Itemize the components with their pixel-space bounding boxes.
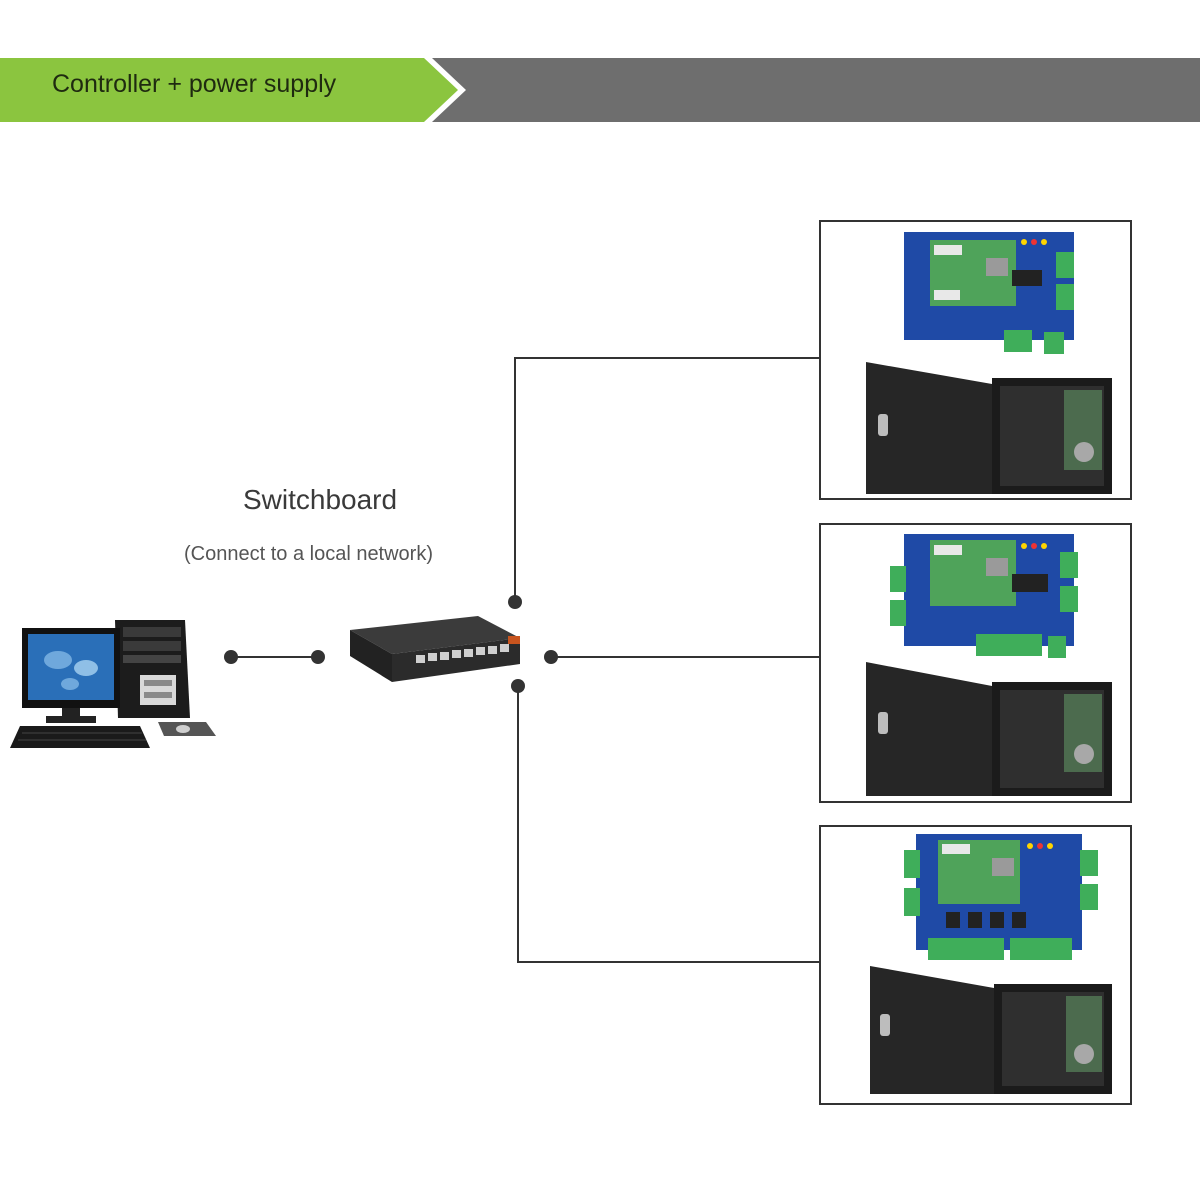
connector-dot xyxy=(544,650,558,664)
connection-lines xyxy=(231,357,822,963)
banner-green-chevron xyxy=(0,58,458,122)
connection-dots xyxy=(224,595,558,693)
banner xyxy=(0,58,1200,122)
connector-dot xyxy=(508,595,522,609)
power-supply-cabinet-1 xyxy=(866,362,1112,494)
controller-board-1 xyxy=(904,232,1074,354)
switchboard-title: Switchboard xyxy=(243,484,398,515)
network-switch-icon xyxy=(350,616,520,682)
banner-title: Controller + power supply xyxy=(52,70,337,98)
controller-unit-1 xyxy=(819,220,1132,500)
power-supply-cabinet-2 xyxy=(866,662,1112,796)
connector-dot xyxy=(224,650,238,664)
connector-dot xyxy=(311,650,325,664)
connector-dot xyxy=(511,679,525,693)
switchboard-subtitle: (Connect to a local network) xyxy=(184,543,434,565)
computer-icon xyxy=(10,620,216,748)
controller-board-3 xyxy=(904,834,1098,960)
link-controller-1 xyxy=(514,357,822,602)
controller-unit-2 xyxy=(819,523,1132,803)
link-controller-3 xyxy=(517,686,822,963)
power-supply-cabinet-3 xyxy=(870,966,1112,1094)
controller-unit-3 xyxy=(819,825,1132,1105)
controller-board-2 xyxy=(890,534,1078,658)
